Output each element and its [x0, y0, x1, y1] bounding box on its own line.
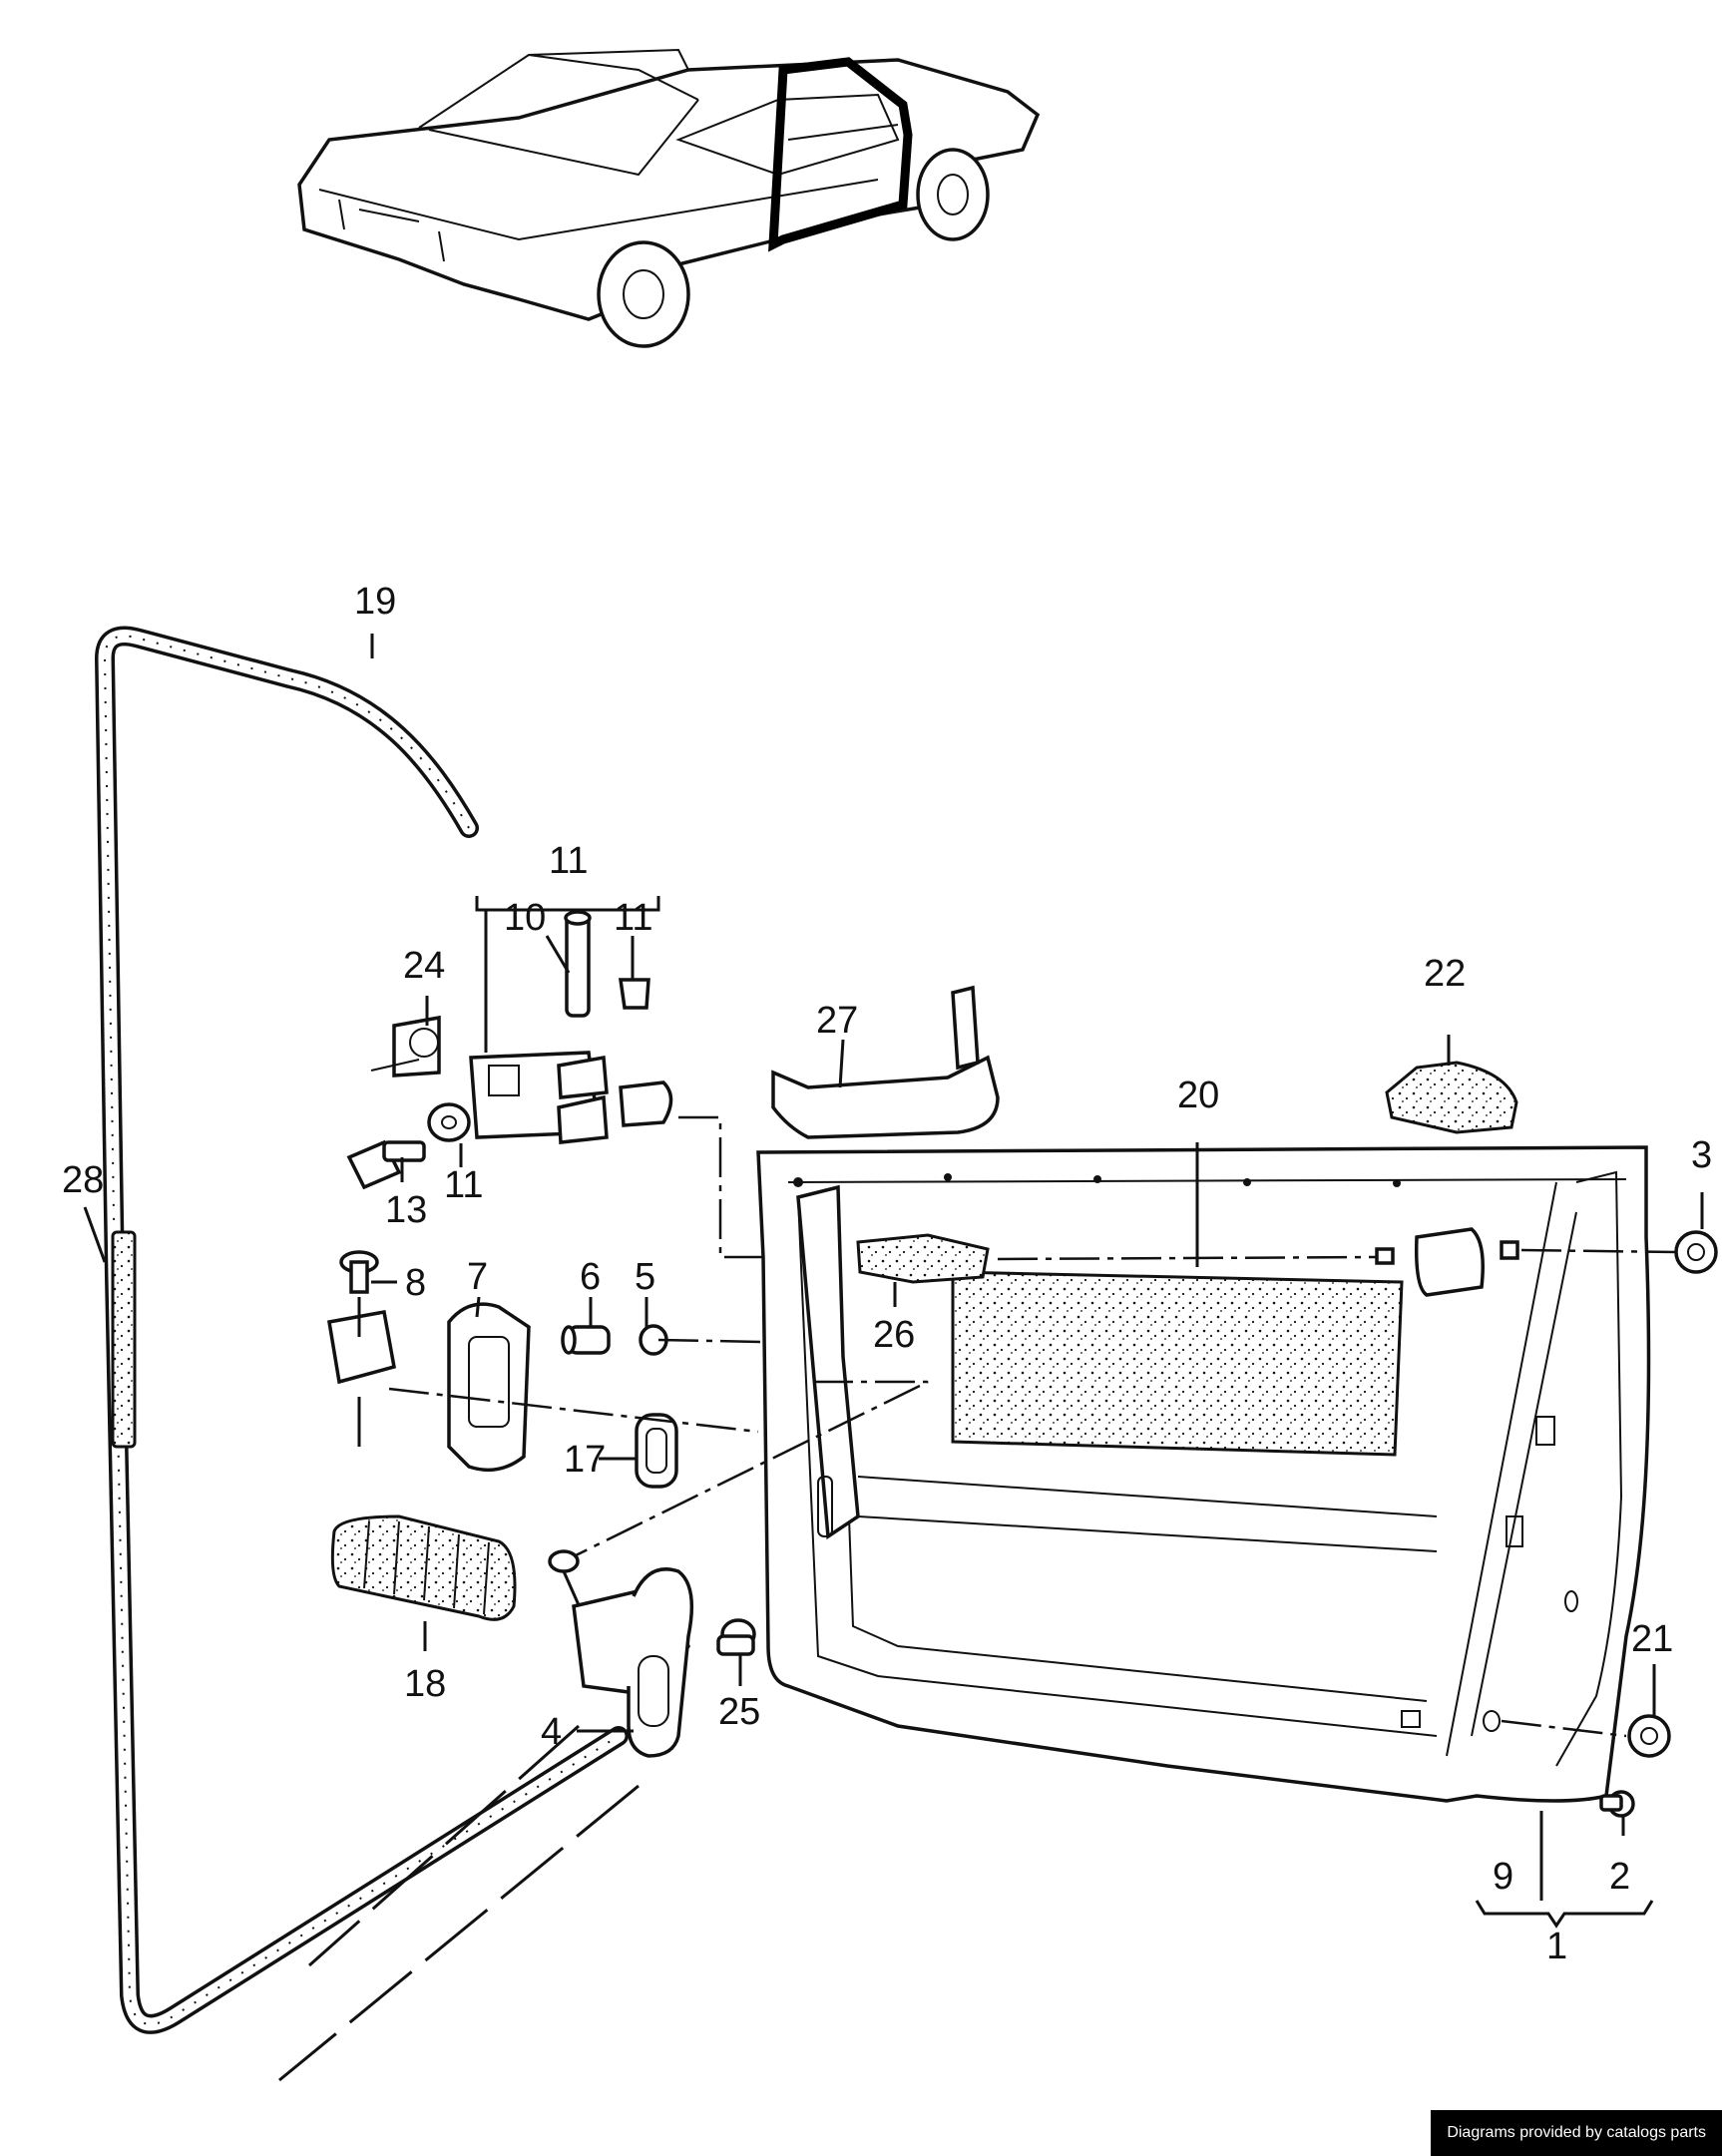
foam-panel-20	[951, 1270, 1404, 1457]
bolt-2-shank	[1599, 1794, 1623, 1812]
car-illustration	[297, 48, 1041, 348]
callout-18: 18	[404, 1663, 446, 1705]
strip-28	[111, 1230, 137, 1449]
pin-10	[565, 914, 591, 1018]
leader-lines	[83, 634, 1704, 1929]
callout-1: 1	[1546, 1926, 1567, 1967]
plate-24	[392, 1015, 441, 1078]
callout-10: 10	[504, 897, 546, 939]
boot-18	[330, 1514, 517, 1621]
bracket-8	[326, 1309, 397, 1385]
callout-4: 4	[541, 1711, 562, 1753]
grommet-3	[1674, 1230, 1718, 1274]
callout-8: 8	[405, 1262, 426, 1304]
grommet-17	[635, 1413, 678, 1489]
foam-block-26	[856, 1233, 990, 1284]
bush-11	[618, 978, 650, 1010]
door-seal-19	[94, 626, 640, 2082]
hinge-bracket	[619, 1080, 673, 1127]
check-strap-7	[447, 1302, 531, 1473]
hinge-assembly	[346, 910, 673, 1190]
callout-22: 22	[1424, 953, 1466, 995]
callout-9-lower: 9	[1493, 1856, 1513, 1898]
callout-9: 11	[549, 840, 588, 882]
small-parts	[326, 1250, 678, 1621]
callout-7: 7	[467, 1256, 488, 1298]
assembly-lines	[388, 1115, 1677, 1738]
callout-6: 6	[580, 1256, 601, 1298]
callout-19: 19	[354, 581, 396, 623]
cover-20	[1414, 1227, 1485, 1297]
foam-22	[1385, 1061, 1518, 1134]
callout-25: 25	[718, 1691, 760, 1733]
callout-27: 27	[816, 1000, 858, 1042]
callout-17: 17	[564, 1439, 606, 1481]
callout-3: 3	[1691, 1134, 1712, 1176]
credit-badge: Diagrams provided by catalogs parts	[1431, 2110, 1722, 2156]
callout-12: 11	[444, 1164, 483, 1206]
striker-assembly	[548, 1549, 756, 1758]
callout-26: 26	[873, 1314, 915, 1356]
clip-3	[1500, 1240, 1519, 1260]
washer-12	[427, 1102, 471, 1142]
callout-11: 11	[614, 897, 652, 939]
callout-5: 5	[635, 1256, 655, 1298]
callout-28: 28	[62, 1159, 104, 1201]
bracket-27	[771, 1055, 1000, 1139]
grommet-21	[1627, 1714, 1671, 1758]
callout-20: 20	[1177, 1075, 1219, 1116]
bracket-27-arm	[951, 985, 980, 1071]
callouts: 19 11 10 11 24 27 22 20 3 11 13 28 8 7 6…	[62, 581, 1712, 1967]
callout-13: 13	[385, 1189, 427, 1231]
callout-21: 21	[1631, 1618, 1673, 1660]
callout-24: 24	[403, 945, 445, 987]
callout-2: 2	[1609, 1856, 1630, 1898]
clip-20	[1375, 1247, 1395, 1265]
